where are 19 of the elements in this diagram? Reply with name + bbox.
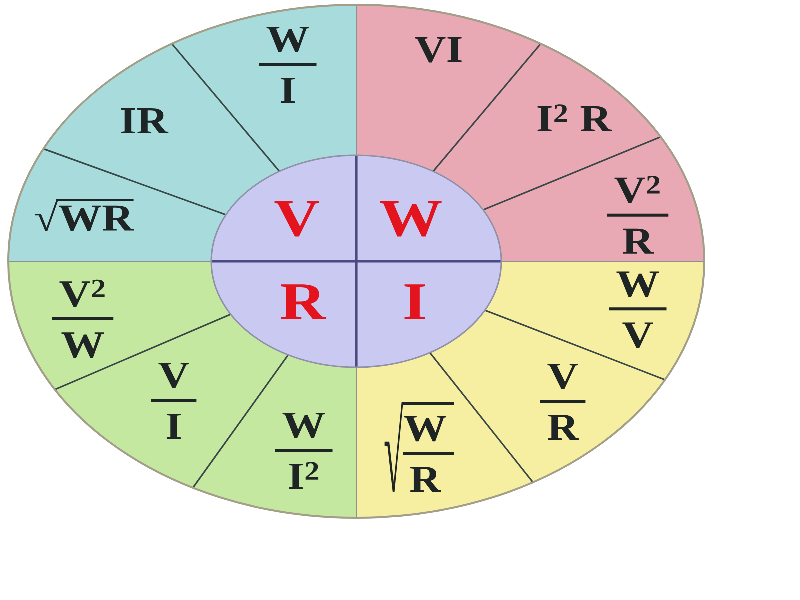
- wheel-segment: W I$^{2}$: [193, 355, 356, 518]
- node-label: W: [62, 332, 104, 358]
- node-label: IR: [121, 108, 169, 134]
- wheel-segment: √WR: [8, 149, 226, 262]
- node-label: V$^{2}$: [614, 176, 660, 204]
- node-label: √: [384, 402, 404, 492]
- wheel-segment: W I: [172, 5, 356, 172]
- node-label: V$^{2}$: [60, 280, 105, 308]
- wheel-segment: V$^{2}$ R: [483, 137, 704, 262]
- node-label: V: [158, 363, 190, 389]
- node-label: R: [548, 415, 580, 440]
- node-label: V: [622, 322, 654, 348]
- node-label: I: [280, 78, 296, 103]
- hub-quadrant: V: [212, 156, 356, 262]
- node-label: R: [622, 228, 654, 254]
- hub-quadrant: I: [356, 262, 502, 368]
- node-label: I: [166, 414, 182, 439]
- node-label: W: [616, 272, 660, 298]
- node-label: I$^{2}$: [289, 462, 319, 489]
